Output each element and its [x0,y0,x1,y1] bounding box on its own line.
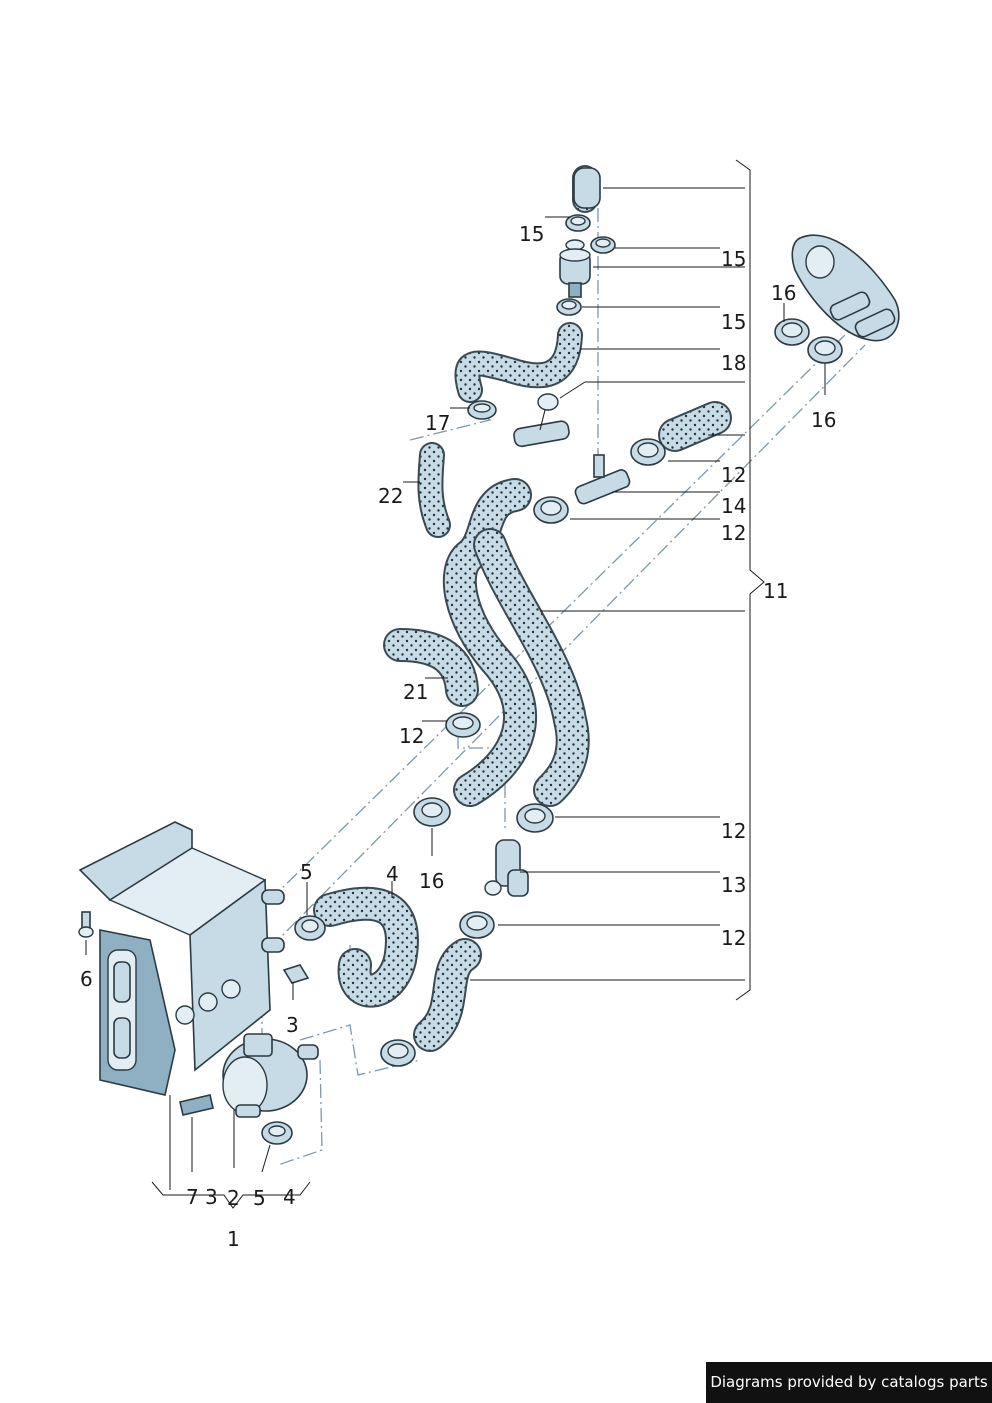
callout-12: 12 [399,724,424,748]
callout-4: 4 [283,1185,296,1209]
callout-16: 16 [811,408,836,432]
callout-21: 21 [403,680,428,704]
callout-6: 6 [80,967,93,991]
heater-unit [78,821,310,1116]
callout-15: 15 [721,247,746,271]
callout-1: 1 [227,1227,240,1251]
callout-15: 15 [721,310,746,334]
callout-11: 11 [763,579,788,603]
callout-5: 5 [253,1186,266,1210]
coolant-pump [222,1033,319,1118]
connector-flange [791,234,900,342]
callout-4: 4 [386,862,399,886]
assembly-centerlines [261,208,866,1166]
callout-12: 12 [721,926,746,950]
callout-2: 2 [227,1186,240,1210]
coolant-hose-assembly [313,165,732,1052]
credit-footer: Diagrams provided by catalogs parts [706,1362,992,1403]
callout-17: 17 [425,411,450,435]
callout-3: 3 [205,1185,218,1209]
callout-13: 13 [721,873,746,897]
leader-lines [85,159,826,1209]
callout-12: 12 [721,521,746,545]
callout-12: 12 [721,819,746,843]
callout-18: 18 [721,351,746,375]
callout-16: 16 [419,869,444,893]
callout-labels: 15 15 15 18 16 16 17 22 12 14 12 11 21 1… [80,222,836,1251]
callout-22: 22 [378,484,403,508]
hose-clamps [261,214,843,1145]
callout-16: 16 [771,281,796,305]
callout-3: 3 [286,1013,299,1037]
callout-14: 14 [721,494,746,518]
callout-15: 15 [519,222,544,246]
callout-5: 5 [300,860,313,884]
callout-12: 12 [721,463,746,487]
callout-7: 7 [186,1185,199,1209]
